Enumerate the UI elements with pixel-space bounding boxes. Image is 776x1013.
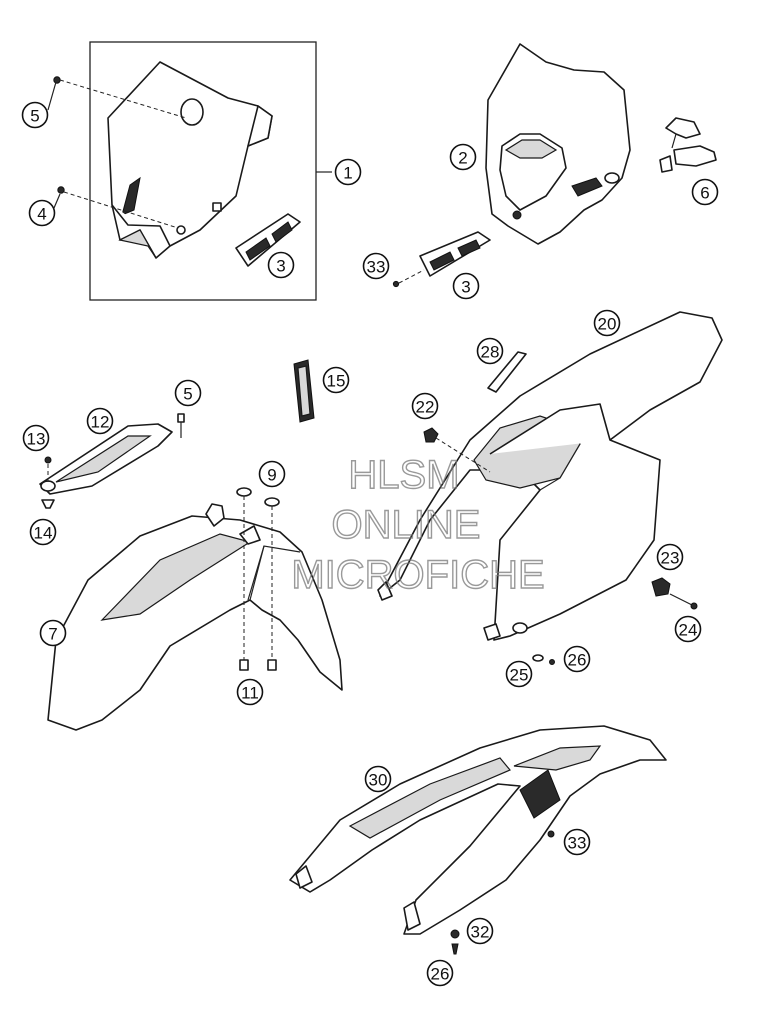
callout-label: 4 <box>37 205 46 224</box>
callout-c33b: 33 <box>563 828 591 856</box>
callout-c20: 20 <box>593 309 621 337</box>
callout-c33a: 33 <box>362 252 390 280</box>
callout-c5b: 5 <box>174 379 202 407</box>
decal-strip <box>487 351 527 393</box>
watermark-line2: ONLINE <box>332 503 481 547</box>
rear-fender <box>377 311 723 641</box>
callout-label: 12 <box>91 413 110 432</box>
callout-label: 30 <box>369 771 388 790</box>
callout-c25: 25 <box>505 660 533 688</box>
callout-c4: 4 <box>28 199 56 227</box>
callout-c15: 15 <box>322 366 350 394</box>
callout-c23: 23 <box>656 543 684 571</box>
callout-label: 1 <box>343 164 352 183</box>
callout-c12: 12 <box>86 407 114 435</box>
watermark: HLSM ONLINE MICROFICHE <box>291 452 546 597</box>
callout-label: 9 <box>267 466 276 485</box>
callout-c7: 7 <box>39 619 67 647</box>
callout-c13: 13 <box>22 424 50 452</box>
callout-label: 15 <box>327 372 346 391</box>
callout-label: 26 <box>431 965 450 984</box>
number-plate-bracket <box>39 413 185 495</box>
callout-c11: 11 <box>236 678 264 706</box>
callout-c3b: 3 <box>452 272 480 300</box>
callout-c32: 32 <box>466 917 494 945</box>
callout-label: 11 <box>241 684 259 703</box>
callout-label: 33 <box>367 258 386 277</box>
callout-c2: 2 <box>449 143 477 171</box>
callout-c14: 14 <box>29 518 57 546</box>
callout-c5a: 5 <box>21 101 49 129</box>
callout-c26b: 26 <box>426 959 454 987</box>
callout-label: 20 <box>598 315 617 334</box>
reflector-strip <box>293 359 315 423</box>
callout-label: 23 <box>661 549 680 568</box>
grille-insert-right <box>419 231 491 277</box>
callout-label: 6 <box>700 184 709 203</box>
callout-label: 3 <box>276 257 285 276</box>
headlight-mask <box>485 43 631 245</box>
watermark-line1: HLSM <box>348 453 459 497</box>
assembly-frame <box>89 41 317 301</box>
callout-label: 7 <box>48 625 57 644</box>
callout-label: 3 <box>461 278 470 297</box>
callout-c1: 1 <box>334 158 362 186</box>
callout-c24: 24 <box>674 615 702 643</box>
callout-label: 24 <box>679 621 698 640</box>
callout-label: 5 <box>30 107 39 126</box>
callout-c9: 9 <box>258 460 286 488</box>
callout-label: 5 <box>183 385 192 404</box>
callout-label: 14 <box>34 524 53 543</box>
callout-label: 33 <box>568 834 587 853</box>
callout-label: 13 <box>27 430 46 449</box>
callout-label: 25 <box>510 666 529 685</box>
callout-label: 22 <box>416 398 435 417</box>
callout-c28: 28 <box>476 337 504 365</box>
callout-c26a: 26 <box>563 645 591 673</box>
callout-c30: 30 <box>364 765 392 793</box>
callout-label: 32 <box>471 923 490 942</box>
headlight-mask-assembly <box>107 61 273 259</box>
callout-layer: 1233455679111213141520222324252626283032… <box>21 101 719 987</box>
callout-c3a: 3 <box>267 251 295 279</box>
callout-label: 2 <box>458 149 467 168</box>
watermark-line3: MICROFICHE <box>291 553 544 597</box>
callout-label: 26 <box>568 651 587 670</box>
grille-insert-left <box>235 213 301 267</box>
callout-c22: 22 <box>411 392 439 420</box>
callout-c6: 6 <box>691 178 719 206</box>
subframe-cover <box>289 725 667 935</box>
front-fender <box>47 503 343 731</box>
callout-label: 28 <box>481 343 500 362</box>
clamp <box>659 117 717 173</box>
